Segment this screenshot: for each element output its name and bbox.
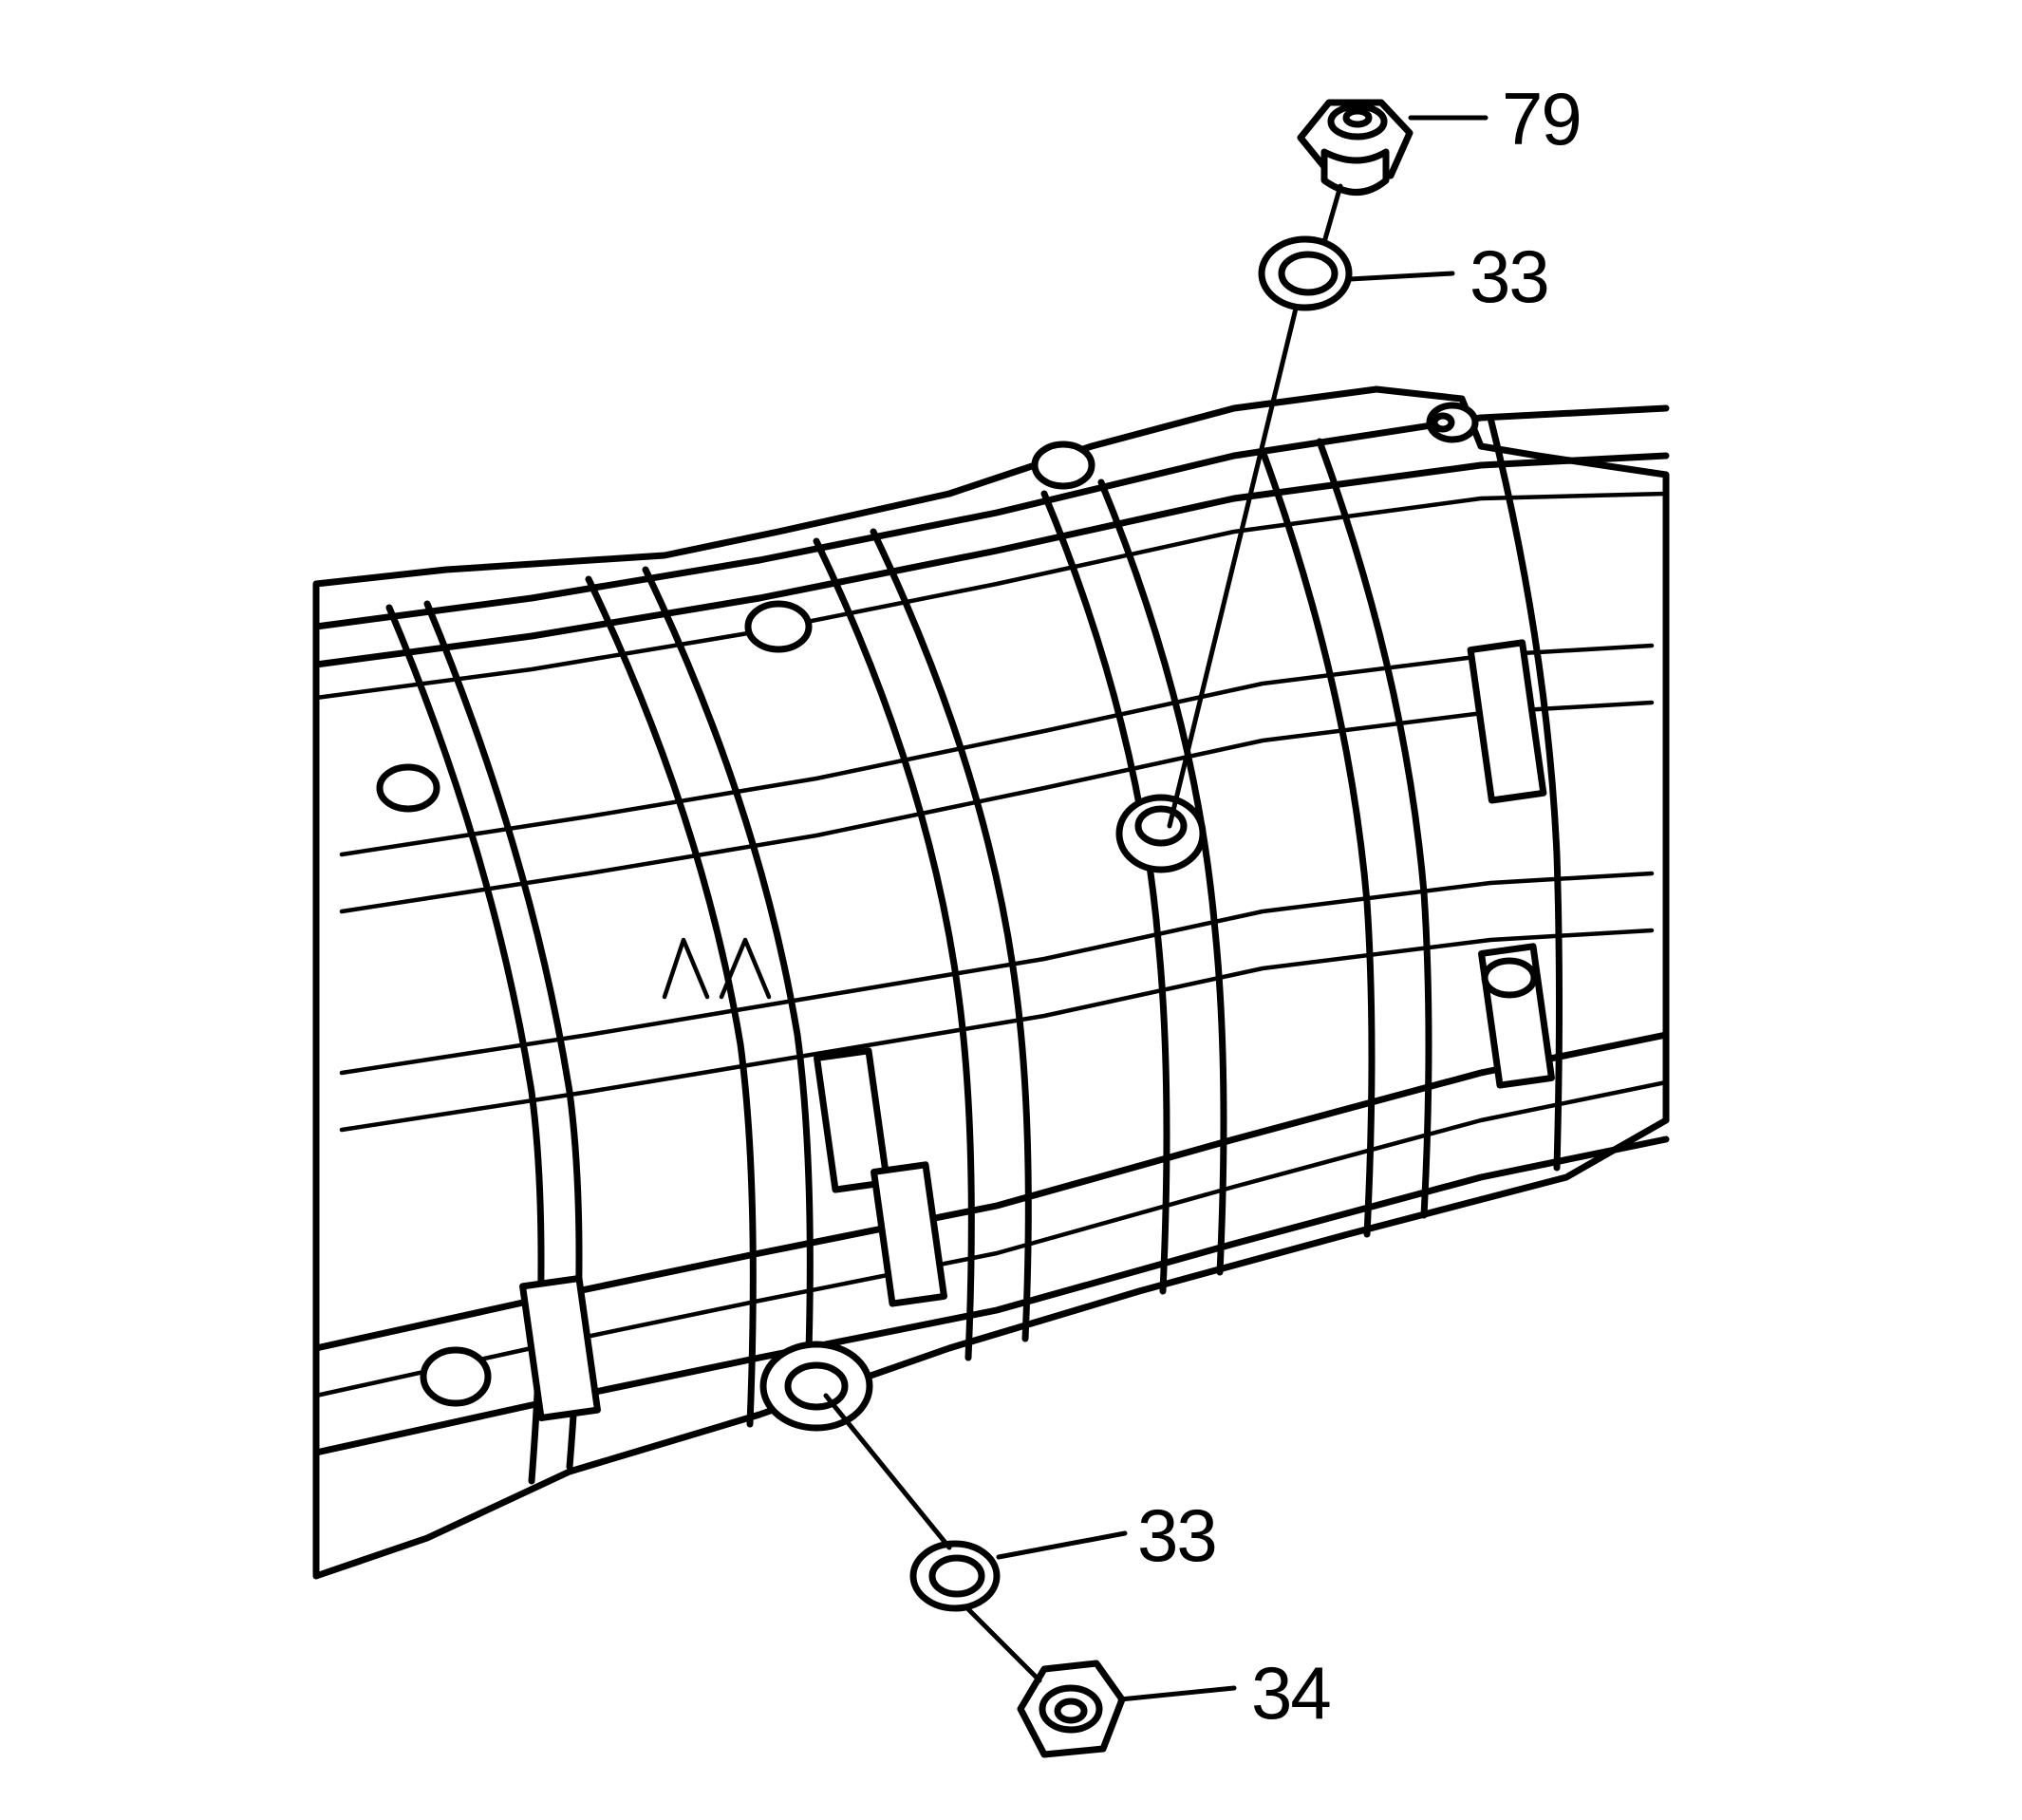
drain-plug-nut-bottom	[1017, 1660, 1126, 1758]
callout-33-bottom: 33	[1137, 1493, 1216, 1577]
callout-leaders	[996, 115, 1488, 1702]
callout-33-top: 33	[1470, 235, 1548, 318]
seal-washer-top	[1258, 235, 1353, 311]
transmission-housing	[312, 385, 1670, 1580]
drain-plug-nut-top	[1297, 99, 1414, 196]
assembly-axis-lines	[823, 183, 1343, 1683]
callout-34: 34	[1251, 1651, 1330, 1735]
callout-79: 79	[1502, 77, 1581, 160]
seal-washer-bottom	[909, 1540, 1001, 1612]
